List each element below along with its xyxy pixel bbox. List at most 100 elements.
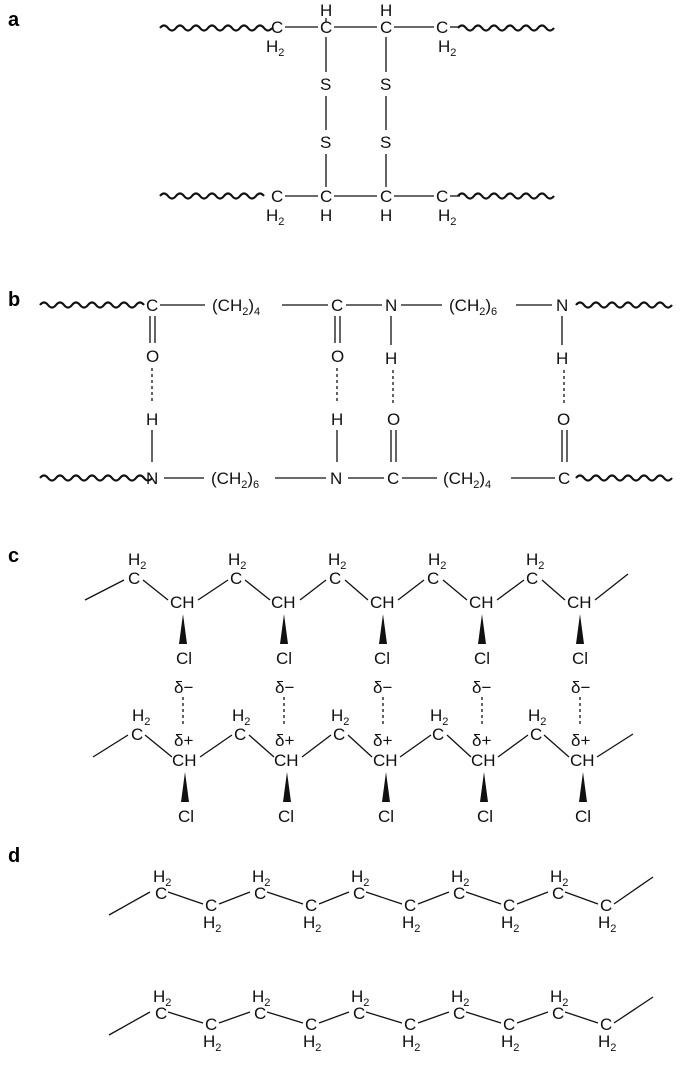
atom-h: H — [380, 1, 392, 20]
pvc-backbone-bottom — [92, 733, 634, 758]
atom-cl: Cl — [176, 649, 192, 668]
atom-ch: CH — [274, 751, 299, 770]
atom-h: H2 — [132, 706, 150, 728]
atom-c: C — [453, 884, 465, 903]
atom-h: H2 — [402, 1032, 420, 1054]
delta-minus-label: δ− — [373, 678, 392, 697]
atom-c: C — [155, 884, 167, 903]
panel-a-disulfide-crosslink: C H2 H C H C C H2 S S S S C H2 C H C H C — [159, 1, 555, 228]
atom-h: H2 — [501, 913, 519, 935]
atom-h: H — [380, 206, 392, 225]
top-ch2-groups: C H2 C H2 C H2 C H2 C H2 — [128, 550, 544, 588]
polymer-chain-wavy — [575, 301, 673, 309]
atom-h: H2 — [451, 987, 469, 1009]
atom-c: C — [271, 18, 283, 37]
atom-c: C — [205, 896, 217, 915]
panel-c-pvc-dipole: C H2 C H2 C H2 C H2 C H2 CH Cl CH Cl CH … — [84, 550, 634, 826]
atom-c: C — [558, 469, 570, 488]
atom-h: H2 — [351, 987, 369, 1009]
atom-c: C — [353, 1004, 365, 1023]
atom-h: H2 — [451, 867, 469, 889]
atom-cl: Cl — [572, 649, 588, 668]
atom-c: C — [131, 725, 143, 744]
atom-h: H2 — [252, 987, 270, 1009]
atom-c: C — [600, 896, 612, 915]
atom-c: C — [146, 296, 158, 315]
delta-minus-label: δ− — [174, 678, 193, 697]
atom-o: O — [387, 410, 400, 429]
atom-ch: CH — [172, 751, 197, 770]
atom-c: C — [305, 896, 317, 915]
delta-minus-label: δ− — [571, 678, 590, 697]
panel-d-polyethylene: CH2CH2CH2CH2CH2CH2CH2CH2CH2CH2CH2CH2CH2C… — [108, 867, 654, 1054]
bottom-ch2-groups: C H2 C H2 C H2 C H2 C H2 — [131, 706, 546, 744]
delta-plus-label: δ+ — [373, 731, 392, 750]
wedge-bond — [576, 614, 584, 644]
polymer-chain-wavy — [457, 24, 555, 32]
wedge-bond — [179, 614, 187, 644]
atom-s: S — [320, 133, 331, 152]
polymer-chain-wavy — [39, 474, 153, 482]
pvc-backbone-top — [84, 573, 629, 601]
wedge-bond — [579, 772, 587, 802]
atom-ch: CH — [370, 593, 395, 612]
group-ch2-6: (CH2)6 — [211, 469, 259, 491]
delta-minus-label: δ− — [275, 678, 294, 697]
atom-cl: Cl — [477, 807, 493, 826]
atom-h: H2 — [438, 206, 456, 228]
atom-n: N — [330, 469, 342, 488]
atom-o: O — [331, 347, 344, 366]
wedge-bond — [283, 772, 291, 802]
delta-plus-label: δ+ — [571, 731, 590, 750]
polymer-chain-wavy — [39, 301, 145, 309]
atom-h: H2 — [252, 867, 270, 889]
atom-c: C — [453, 1004, 465, 1023]
polyethylene-backbone — [108, 876, 654, 916]
delta-plus-label: δ+ — [174, 731, 193, 750]
group-ch2-4: (CH2)4 — [443, 469, 491, 491]
atom-h: H2 — [331, 706, 349, 728]
atom-h: H — [385, 349, 397, 368]
atom-c: C — [404, 896, 416, 915]
atom-ch: CH — [271, 593, 296, 612]
atom-ch: CH — [373, 751, 398, 770]
panel-b-nylon-hydrogen-bonds: C (CH2)4 C N (CH2)6 N O O H H H H O — [39, 296, 673, 491]
atom-ch: CH — [170, 593, 195, 612]
atom-c: C — [404, 1015, 416, 1034]
atom-c: C — [205, 1015, 217, 1034]
atom-h: H2 — [303, 1032, 321, 1054]
atom-cl: Cl — [278, 807, 294, 826]
atom-h: H — [331, 410, 343, 429]
wedge-bond — [382, 772, 390, 802]
atom-h: H2 — [266, 37, 284, 59]
atom-h: H2 — [550, 987, 568, 1009]
atom-c: C — [320, 187, 332, 206]
polymer-chain-wavy — [457, 192, 555, 200]
atom-ch: CH — [570, 751, 595, 770]
atom-n: N — [146, 469, 158, 488]
atom-c: C — [436, 187, 448, 206]
atom-c: C — [552, 884, 564, 903]
atom-h: H — [146, 410, 158, 429]
wedge-bond — [480, 772, 488, 802]
top-chcl-groups: CH Cl CH Cl CH Cl CH Cl CH Cl — [170, 593, 592, 668]
atom-h: H2 — [428, 550, 446, 572]
atom-c: C — [427, 569, 439, 588]
atom-h: H2 — [528, 706, 546, 728]
atom-c: C — [320, 18, 332, 37]
atom-s: S — [320, 75, 331, 94]
atom-c: C — [333, 725, 345, 744]
atom-cl: Cl — [575, 807, 591, 826]
atom-h: H2 — [402, 913, 420, 935]
polyethylene-backbone — [108, 996, 654, 1036]
wedge-bond — [478, 614, 486, 644]
atom-cl: Cl — [374, 649, 390, 668]
atom-h: H2 — [598, 1032, 616, 1054]
delta-minus-label: δ− — [472, 678, 491, 697]
atom-c: C — [503, 896, 515, 915]
atom-c: C — [432, 725, 444, 744]
atom-h: H2 — [430, 706, 448, 728]
atom-h: H2 — [203, 1032, 221, 1054]
atom-n: N — [385, 296, 397, 315]
atom-h: H — [320, 206, 332, 225]
